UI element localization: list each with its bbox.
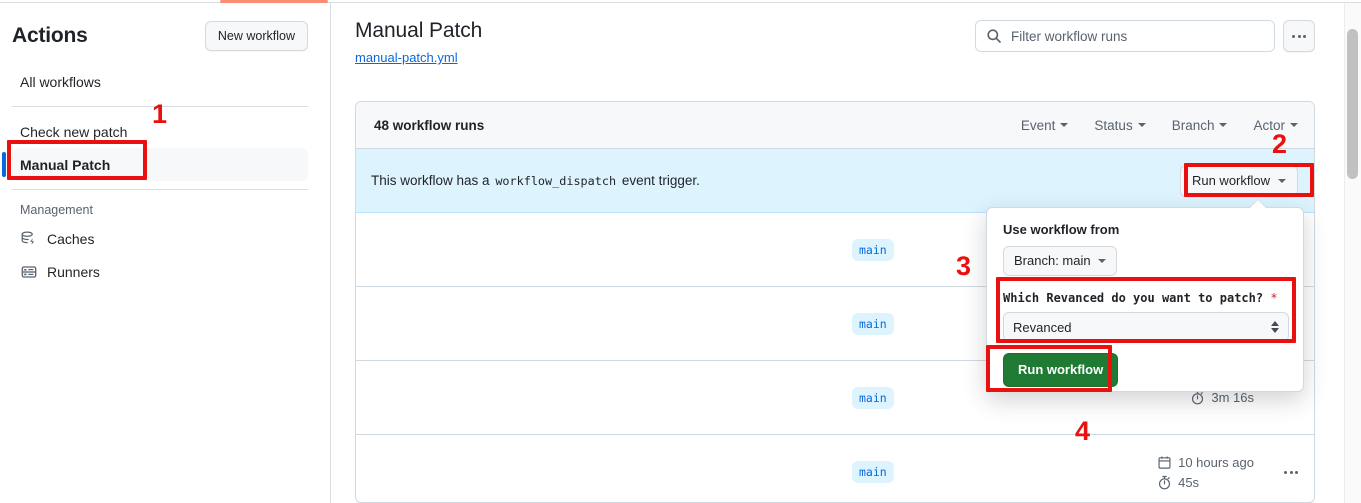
search-placeholder: Filter workflow runs — [1011, 28, 1128, 44]
sidebar-item-label: Check new patch — [20, 123, 128, 140]
filter-event[interactable]: Event — [1021, 118, 1069, 133]
select-chevrons-icon — [1271, 321, 1279, 333]
dispatch-text-before: This workflow has a — [371, 173, 490, 188]
search-icon — [986, 28, 1002, 44]
dispatch-text-after: event trigger. — [621, 173, 700, 188]
runs-filters: Event Status Branch Actor — [1021, 118, 1298, 133]
workflow-header: Manual Patch manual-patch.yml Filter wor… — [355, 17, 1315, 67]
use-workflow-from-label: Use workflow from — [1003, 222, 1120, 237]
run-workflow-button-label: Run workflow — [1191, 172, 1270, 188]
branch-badge[interactable]: main — [852, 238, 894, 261]
patch-select-value: Revanced — [1013, 319, 1072, 335]
sidebar-section-management: Management — [20, 203, 93, 217]
sidebar: Actions New workflow All workflows Check… — [0, 3, 330, 503]
annotation-number-1: 1 — [152, 99, 168, 129]
runners-icon — [20, 263, 38, 281]
sidebar-vertical-divider — [330, 3, 331, 503]
run-workflow-dropdown-button[interactable]: Run workflow — [1179, 164, 1298, 197]
dispatch-banner-text: This workflow has a workflow_dispatch ev… — [371, 173, 700, 188]
sidebar-divider-2 — [12, 189, 308, 190]
table-row[interactable]: main 3m 16s — [356, 361, 1314, 435]
active-tab-indicator — [220, 0, 328, 3]
filter-branch[interactable]: Branch — [1172, 118, 1228, 133]
chevron-down-icon — [1097, 259, 1106, 263]
filter-status-label: Status — [1094, 117, 1133, 133]
stopwatch-icon — [1192, 390, 1204, 405]
row-more-options-button[interactable] — [1284, 470, 1298, 474]
branch-badge[interactable]: main — [852, 461, 894, 483]
run-meta: 3m 16s — [1190, 390, 1254, 405]
sidebar-item-runners[interactable]: Runners — [12, 255, 308, 288]
sidebar-item-label: Caches — [47, 230, 95, 247]
search-input[interactable]: Filter workflow runs — [975, 20, 1275, 52]
page-title: Actions — [12, 24, 88, 47]
top-divider — [0, 2, 1361, 3]
table-row[interactable]: main — [356, 213, 1314, 287]
run-duration-label: 3m 16s — [1211, 390, 1254, 405]
calendar-icon — [1158, 456, 1171, 469]
workflow-titleblock: Manual Patch manual-patch.yml — [355, 17, 482, 67]
cache-icon — [20, 230, 38, 248]
annotation-number-3: 3 — [956, 251, 972, 281]
sidebar-item-check-new-patch[interactable]: Check new patch — [12, 115, 308, 148]
sidebar-item-label: All workflows — [20, 73, 101, 90]
chevron-down-icon — [1060, 123, 1069, 127]
filter-event-label: Event — [1020, 117, 1056, 133]
chevron-down-icon — [1290, 123, 1298, 127]
run-timestamp: 10 hours ago — [1157, 455, 1254, 470]
sidebar-item-manual-patch[interactable]: Manual Patch — [2, 148, 308, 181]
sidebar-item-label: Manual Patch — [20, 156, 111, 173]
run-duration: 3m 16s — [1190, 390, 1254, 405]
branch-badge[interactable]: main — [852, 312, 894, 335]
annotation-number-2: 2 — [1272, 129, 1288, 159]
branch-selector-button[interactable]: Branch: main — [1003, 246, 1117, 276]
run-meta: 10 hours ago 45s — [1157, 455, 1254, 490]
branch-badge[interactable]: main — [852, 386, 894, 409]
run-workflow-popover-body: Use workflow from Branch: main Which Rev… — [987, 208, 1303, 387]
sidebar-divider-1 — [12, 106, 308, 107]
run-workflow-popover: Use workflow from Branch: main Which Rev… — [986, 199, 1304, 392]
chevron-down-icon — [1219, 123, 1228, 127]
sidebar-nav: All workflows Check new patch Manual Pat… — [0, 65, 330, 288]
patch-input-label-text: Which Revanced do you want to patch? — [1003, 291, 1264, 305]
filter-status[interactable]: Status — [1094, 117, 1146, 133]
kebab-horizontal-icon — [1292, 34, 1306, 38]
workflow-title: Manual Patch — [355, 19, 483, 42]
run-duration: 45s — [1157, 475, 1254, 490]
chevron-down-icon — [1137, 123, 1146, 127]
patch-input-label: Which Revanced do you want to patch? * — [1003, 291, 1287, 305]
table-row[interactable]: main — [356, 287, 1314, 361]
runs-count-label: 48 workflow runs — [374, 117, 485, 133]
sidebar-item-caches[interactable]: Caches — [12, 222, 308, 255]
workflow-file-link[interactable]: manual-patch.yml — [355, 50, 458, 65]
submit-run-workflow-button[interactable]: Run workflow — [1003, 353, 1119, 387]
new-workflow-button[interactable]: New workflow — [204, 21, 308, 51]
patch-select-input[interactable]: Revanced — [1003, 312, 1289, 342]
table-row[interactable]: main 10 hours ago — [356, 435, 1314, 502]
sidebar-item-label: Runners — [47, 263, 100, 280]
stopwatch-icon — [1159, 475, 1171, 489]
header-actions: Filter workflow runs — [975, 20, 1315, 52]
runs-toolbar: 48 workflow runs Event Status Branch — [356, 102, 1314, 149]
dispatch-event-code: workflow_dispatch — [495, 174, 617, 188]
filter-actor-label: Actor — [1253, 117, 1285, 133]
run-timestamp-label: 10 hours ago — [1178, 454, 1254, 470]
workflow-dispatch-banner: This workflow has a workflow_dispatch ev… — [356, 149, 1314, 213]
kebab-horizontal-icon — [1284, 470, 1298, 474]
annotation-number-4: 4 — [1075, 416, 1091, 446]
filter-branch-label: Branch — [1171, 117, 1215, 133]
chevron-down-icon — [1278, 178, 1286, 183]
sidebar-header: Actions New workflow — [0, 15, 330, 57]
required-marker: * — [1270, 291, 1278, 305]
run-duration-label: 45s — [1178, 474, 1200, 490]
sidebar-item-all-workflows[interactable]: All workflows — [12, 65, 308, 98]
more-options-button[interactable] — [1283, 20, 1315, 52]
page-scrollbar[interactable] — [1344, 3, 1361, 503]
scrollbar-thumb[interactable] — [1347, 29, 1358, 179]
filter-actor[interactable]: Actor — [1253, 118, 1298, 133]
branch-selector-label: Branch: main — [1014, 253, 1091, 268]
